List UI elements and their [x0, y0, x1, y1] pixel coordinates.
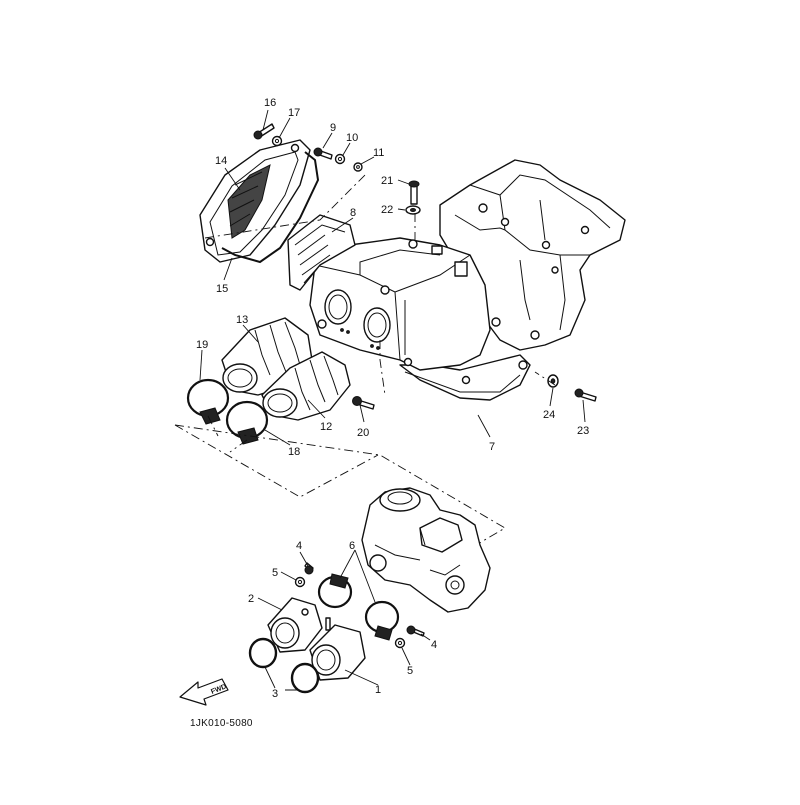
- washer-10: [334, 153, 346, 165]
- washer-5a: [294, 576, 306, 588]
- callout-5a: 5: [272, 567, 278, 579]
- bolt-23: [574, 388, 597, 402]
- callout-12: 12: [320, 421, 332, 433]
- callout-17: 17: [288, 107, 300, 119]
- washer-5b: [394, 637, 406, 649]
- callout-4b: 4: [431, 639, 437, 651]
- air-filter-cover: [199, 139, 311, 263]
- callout-4a: 4: [296, 540, 302, 552]
- callout-16: 16: [264, 97, 276, 109]
- callout-1: 1: [375, 684, 381, 696]
- fwd-arrow-icon: FWD: [179, 678, 229, 706]
- callout-18: 18: [288, 446, 300, 458]
- callout-19: 19: [196, 339, 208, 351]
- clamp-6a: [317, 573, 353, 609]
- bolt-16: [253, 123, 275, 140]
- o-ring-3b: [290, 662, 320, 694]
- o-ring-3a: [248, 637, 278, 669]
- nut-11: [353, 162, 363, 172]
- callout-23: 23: [577, 425, 589, 437]
- callout-24: 24: [543, 409, 555, 421]
- air-filter-element: [287, 214, 356, 291]
- carburetor-joint-2: [267, 597, 323, 653]
- callout-9: 9: [330, 122, 336, 134]
- callout-13: 13: [236, 314, 248, 326]
- screw-21: [408, 180, 420, 205]
- callout-14: 14: [215, 155, 227, 167]
- clamp-18: [225, 400, 269, 445]
- leader-lines: [199, 109, 586, 691]
- screw-4a: [304, 562, 314, 575]
- callout-21: 21: [381, 175, 393, 187]
- drawing-code: 1JK010-5080: [190, 718, 253, 729]
- carburetor: [361, 487, 491, 613]
- washer-17: [271, 135, 283, 147]
- bolt-20: [352, 396, 375, 410]
- callout-20: 20: [357, 427, 369, 439]
- callout-5b: 5: [407, 665, 413, 677]
- callout-8: 8: [350, 207, 356, 219]
- callout-2: 2: [248, 593, 254, 605]
- washer-22: [405, 205, 421, 215]
- clamp-6b: [364, 600, 400, 641]
- carburetor-joint-1: [309, 617, 366, 681]
- bolt-9: [313, 147, 333, 160]
- air-filter-case: [309, 159, 626, 401]
- callout-labels: 16 17 9 10 11 14 15 8 21 22 13 19 12 18 …: [196, 97, 589, 700]
- callout-6: 6: [349, 540, 355, 552]
- callout-11: 11: [373, 147, 384, 159]
- callout-3: 3: [272, 688, 278, 700]
- carburetor-joint-12: [261, 351, 351, 421]
- callout-15: 15: [216, 283, 228, 295]
- callout-22: 22: [381, 204, 393, 216]
- washer-24: [547, 374, 559, 388]
- callout-7: 7: [489, 441, 495, 453]
- callout-10: 10: [346, 132, 358, 144]
- cover-gasket: [221, 151, 320, 264]
- screw-4b: [406, 625, 425, 637]
- clamp-19: [186, 378, 230, 425]
